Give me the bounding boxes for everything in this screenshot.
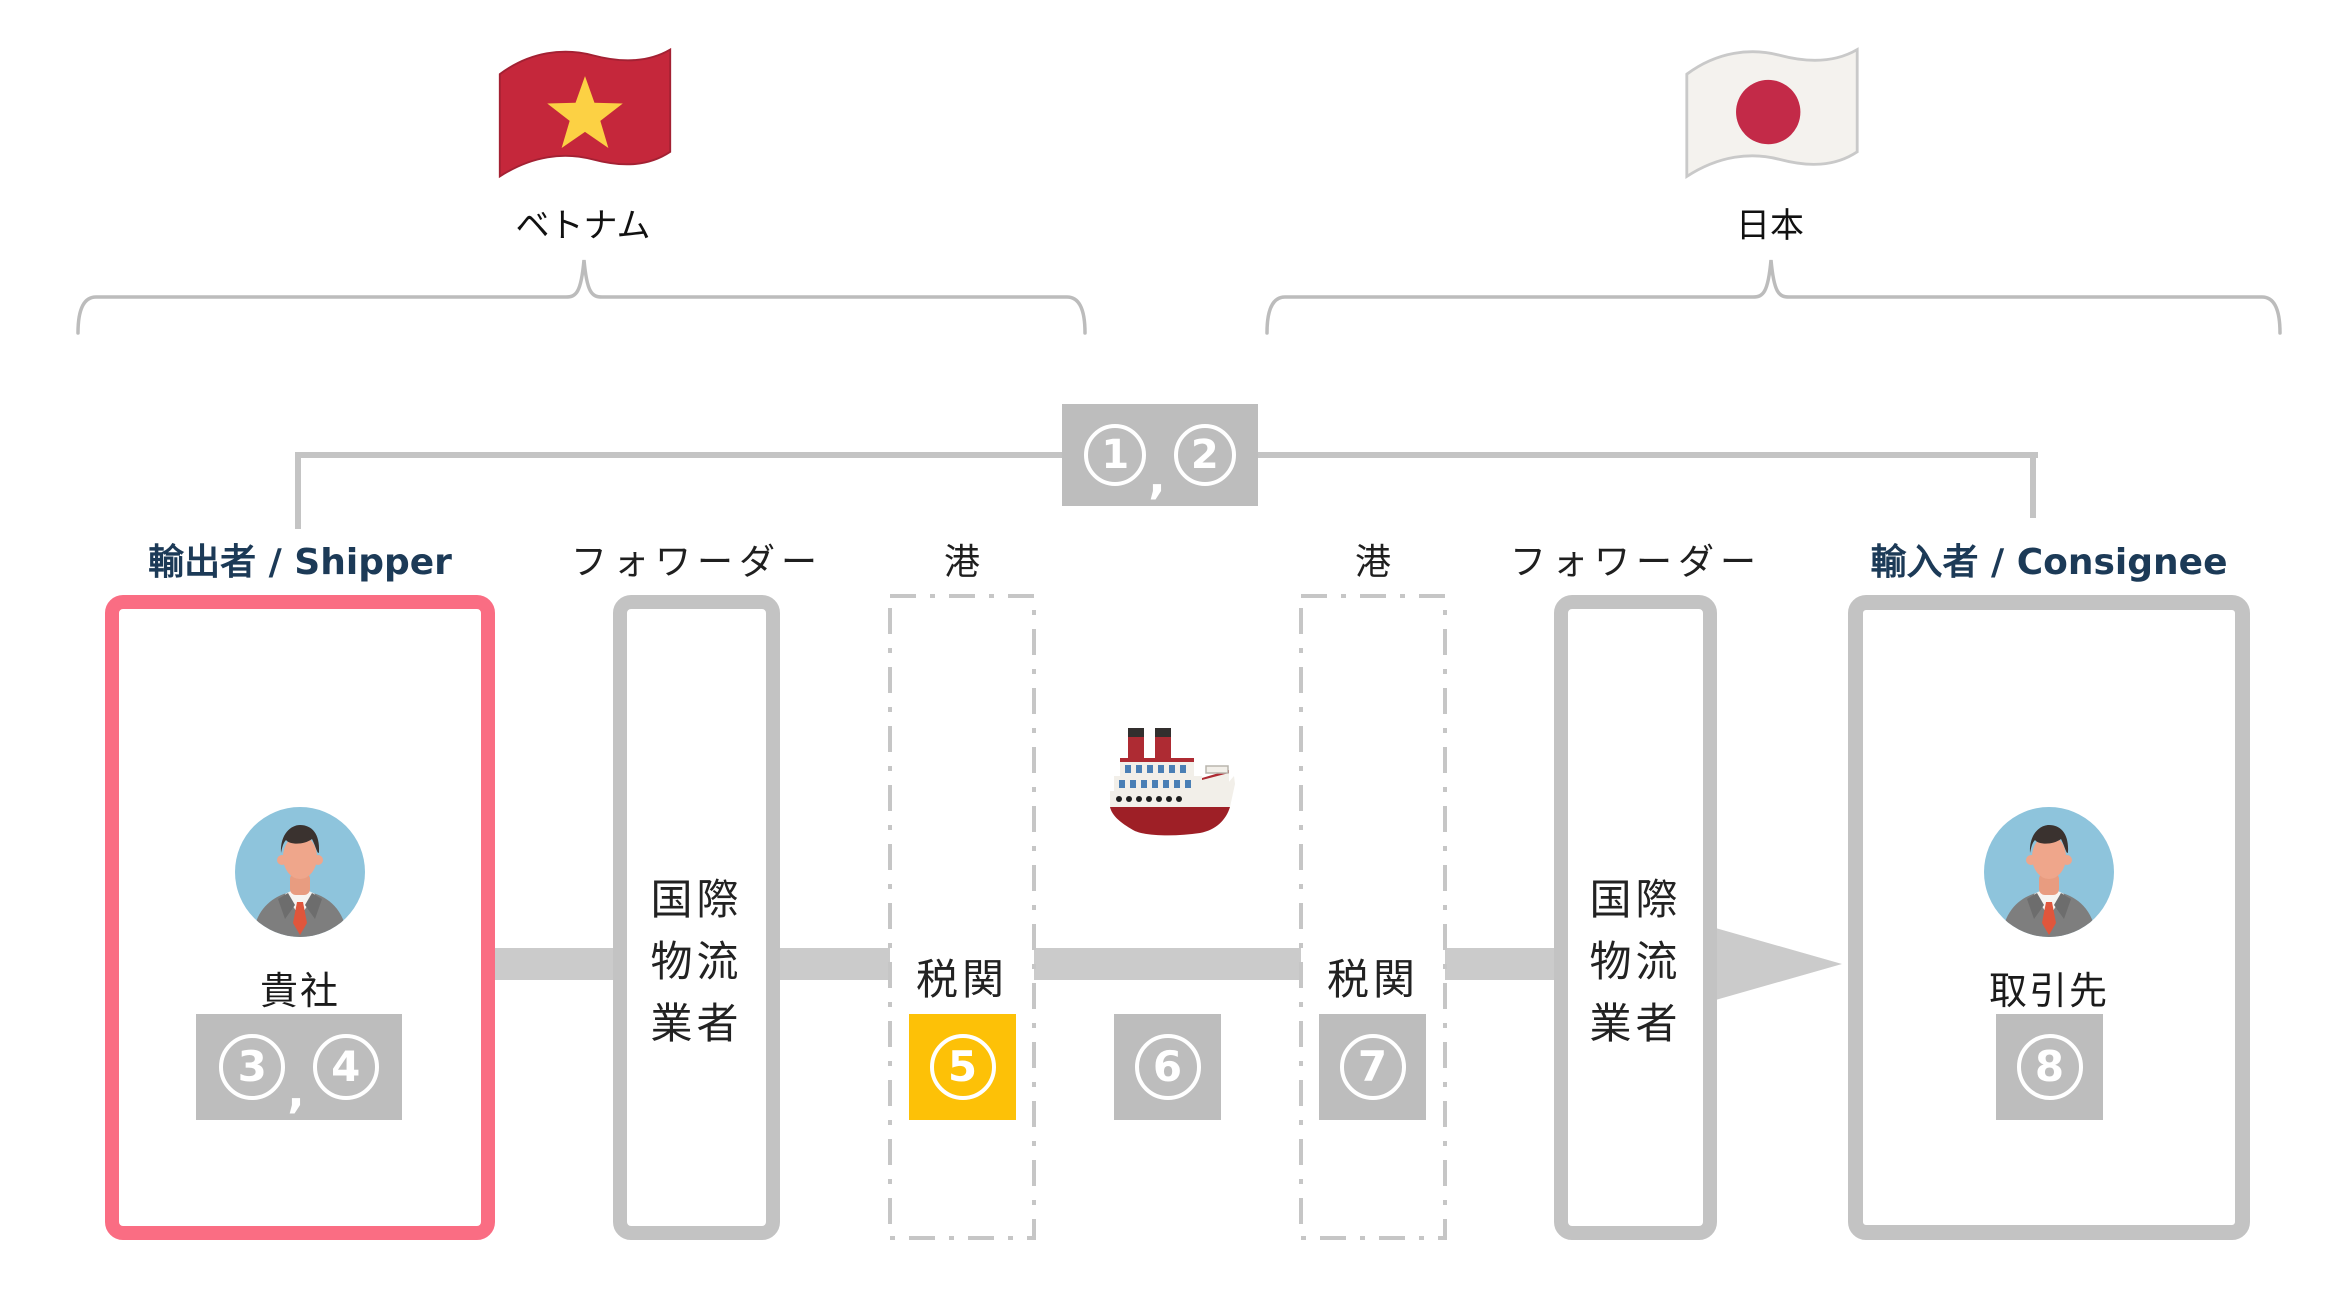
step-badge-1-2: 1,2: [1062, 404, 1258, 506]
country-label-vietnam: ベトナム: [515, 206, 651, 246]
label-forwarder-vn: フォワーダー: [570, 542, 823, 583]
consignee-person-avatar: [1984, 807, 2114, 937]
customs-vn-label: 税関: [915, 955, 1008, 1004]
step-badge-5-active: 5: [909, 1014, 1016, 1120]
step-badge-6: 6: [1114, 1014, 1221, 1120]
customs-jp-label: 税関: [1326, 955, 1419, 1004]
forwarder-vn-description: 国際物流業者: [650, 875, 743, 1048]
forwarder-jp-box: [1554, 595, 1717, 1240]
label-forwarder-jp: フォワーダー: [1509, 542, 1762, 583]
ship-icon: [1110, 728, 1235, 836]
connector-stub-left: [295, 452, 301, 529]
step-badge-7: 7: [1319, 1014, 1426, 1120]
label-port-jp: 港: [1354, 542, 1391, 583]
label-port-vn: 港: [943, 542, 980, 583]
shipper-person-avatar: [235, 807, 365, 937]
port-jp-box: [1299, 594, 1447, 1240]
japan-brace: [1265, 259, 2282, 335]
step-badge-3-4: 3,4: [196, 1014, 402, 1120]
label-consignee: 輸入者 / Consignee: [1870, 542, 2228, 583]
forwarder-jp-description: 国際物流業者: [1589, 875, 1682, 1048]
consignee-person-label: 取引先: [1988, 969, 2109, 1013]
step-badge-8: 8: [1996, 1014, 2103, 1120]
shipper-person-label: 貴社: [259, 969, 340, 1013]
port-vn-box: [888, 594, 1036, 1240]
country-label-japan: 日本: [1736, 206, 1804, 246]
vietnam-brace: [76, 259, 1087, 335]
forwarder-vn-box: [613, 595, 780, 1240]
country-brace-group: [76, 259, 2282, 335]
connector-stub-right: [2030, 452, 2036, 518]
flow-arrowhead-icon: [1712, 927, 1842, 1001]
vietnam-flag-icon: [498, 47, 672, 179]
japan-flag-icon: [1685, 47, 1859, 180]
label-shipper: 輸出者 / Shipper: [148, 542, 452, 583]
